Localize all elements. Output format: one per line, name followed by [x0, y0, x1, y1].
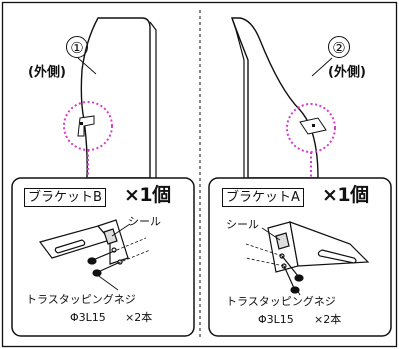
right-guide-2 [245, 257, 285, 267]
left-screw-count: ×2本 [125, 311, 153, 324]
right-leader [311, 57, 333, 77]
right-side-label: (外側) [328, 65, 366, 80]
left-highlight-circle [63, 101, 113, 151]
left-seal-leader [111, 223, 131, 237]
right-screw-name: トラスタッピングネジ [226, 295, 336, 308]
left-detail-box [11, 177, 195, 337]
right-screw-count: ×2本 [314, 313, 342, 326]
right-bracket-drawing [267, 221, 370, 273]
right-seal-label: シール [226, 218, 259, 231]
left-panel-edge [149, 21, 157, 178]
left-seal-label: シール [128, 215, 161, 228]
left-guide-2 [117, 249, 151, 264]
right-small-bracket-hole [312, 124, 315, 127]
right-panel-edge [231, 17, 245, 178]
left-step-number: ① [66, 36, 88, 58]
left-quantity: ×1個 [124, 184, 171, 206]
right-guide-1 [245, 243, 283, 257]
right-screws [281, 255, 304, 294]
right-screw-leader [295, 287, 301, 296]
left-leader [77, 57, 97, 75]
right-seal-leader [261, 227, 281, 241]
right-quantity: ×1個 [322, 184, 369, 206]
right-step-number: ② [328, 36, 350, 58]
left-screw-name: トラスタッピングネジ [26, 293, 136, 306]
left-small-bracket [77, 115, 95, 137]
left-side-panel [80, 17, 151, 179]
left-screw-leader [95, 273, 119, 291]
left-small-bracket-hole [80, 122, 83, 125]
left-screws [87, 251, 119, 277]
left-side-label: (外側) [28, 65, 66, 80]
right-side-panel [231, 17, 319, 179]
left-screw-spec: Φ3L15 [70, 311, 106, 324]
right-screw-spec: Φ3L15 [258, 313, 294, 326]
left-bracket-drawing [38, 219, 129, 265]
left-guide-1 [111, 237, 147, 253]
right-part-label: ブラケットA [222, 188, 304, 207]
left-part-label: ブラケットB [24, 188, 106, 207]
